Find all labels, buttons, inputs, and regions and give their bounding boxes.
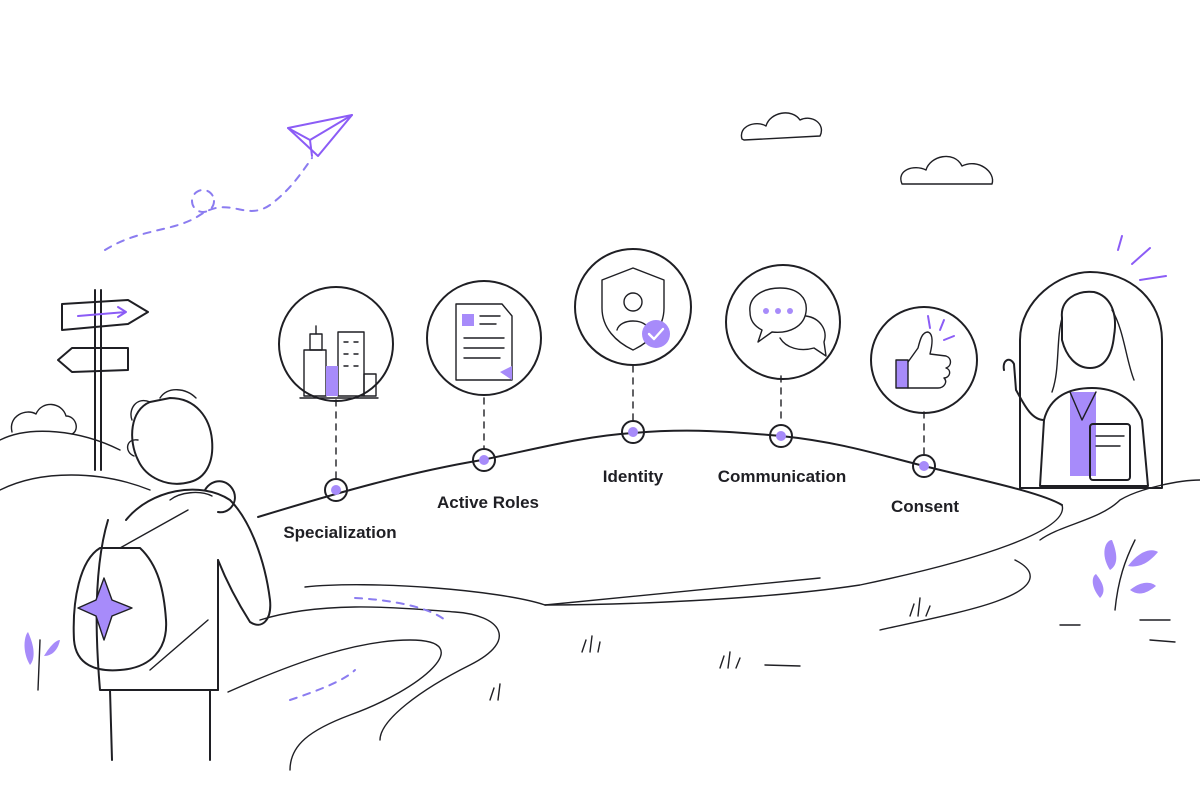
paper-plane-icon	[104, 114, 353, 251]
buildings-icon	[299, 325, 379, 399]
milestone-label: Specialization	[283, 523, 396, 542]
milestone-label: Consent	[891, 497, 959, 516]
milestone-4: Communication	[718, 264, 846, 486]
hill-left	[0, 403, 151, 491]
plant-icon	[24, 632, 60, 691]
signpost-icon	[57, 289, 149, 471]
cloud-icon	[740, 112, 823, 141]
thumbs-up-icon	[895, 315, 955, 389]
milestone-label: Identity	[603, 467, 664, 486]
grass	[489, 597, 1176, 701]
milestone-5: Consent	[870, 306, 978, 516]
milestone-3: Identity	[574, 248, 692, 486]
shield-user-check-icon	[601, 267, 670, 351]
journey-path	[227, 429, 1200, 771]
doctor-figure	[1002, 235, 1167, 489]
milestone-label: Communication	[718, 467, 846, 486]
document-icon	[455, 303, 513, 381]
backpacker-figure	[72, 389, 272, 761]
milestone-1: Specialization	[278, 286, 397, 542]
milestone-2: Active Roles	[426, 280, 542, 512]
cloud-icon	[900, 155, 994, 185]
milestone-label: Active Roles	[437, 493, 539, 512]
plant-icon	[1092, 539, 1158, 611]
chat-bubbles-icon	[749, 287, 827, 357]
